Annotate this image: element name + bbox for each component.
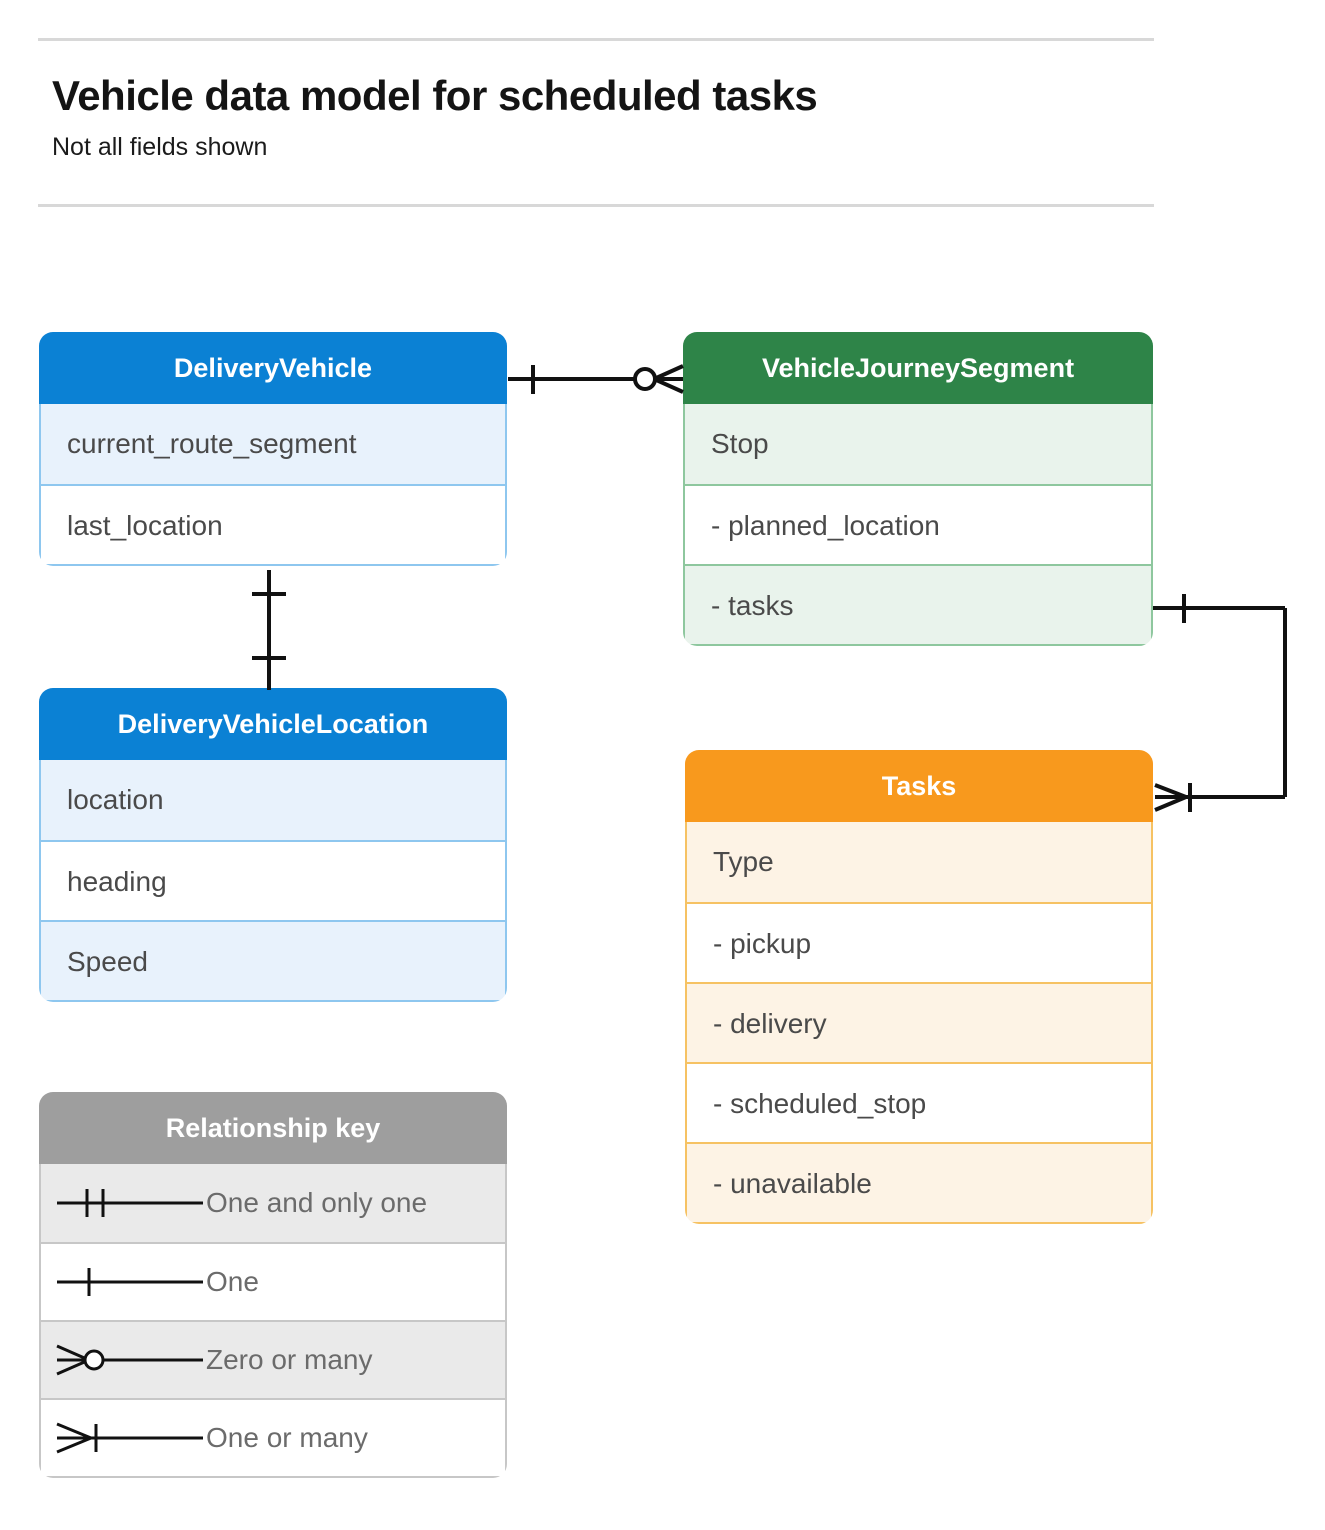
field-row[interactable]: Speed (41, 920, 505, 1000)
relationship-key-title: Relationship key (39, 1092, 507, 1164)
entity-vehicle-journey-segment-title: VehicleJourneySegment (683, 332, 1153, 404)
field-row[interactable]: current_route_segment (41, 404, 505, 484)
entity-delivery-vehicle-location[interactable]: DeliveryVehicleLocation location heading… (39, 688, 507, 1002)
header-top-divider (38, 38, 1154, 41)
field-row[interactable]: location (41, 760, 505, 840)
connector-deliveryvehicle-deliveryvehiclelocation (252, 570, 286, 690)
connector-vehiclejourneysegment-tasks (1153, 594, 1287, 812)
field-row[interactable]: - planned_location (685, 484, 1151, 564)
header-bottom-divider (38, 204, 1154, 207)
legend-item-label: One and only one (206, 1187, 428, 1218)
field-row[interactable]: - delivery (687, 982, 1151, 1062)
one-or-many-icon (41, 1418, 206, 1458)
entity-delivery-vehicle-location-title: DeliveryVehicleLocation (39, 688, 507, 760)
field-row[interactable]: Stop (685, 404, 1151, 484)
page-subtitle: Not all fields shown (52, 133, 268, 161)
field-row[interactable]: - unavailable (687, 1142, 1151, 1222)
relationship-key-legend[interactable]: Relationship key One and only one One (39, 1092, 507, 1478)
relationship-key-rows: One and only one One Zero (39, 1164, 507, 1478)
field-row[interactable]: - tasks (685, 564, 1151, 644)
field-row[interactable]: - scheduled_stop (687, 1062, 1151, 1142)
entity-delivery-vehicle-title: DeliveryVehicle (39, 332, 507, 404)
entity-tasks-fields: Type - pickup - delivery - scheduled_sto… (685, 822, 1153, 1224)
legend-item-one[interactable]: One (41, 1242, 505, 1320)
entity-delivery-vehicle-location-fields: location heading Speed (39, 760, 507, 1002)
legend-item-one-or-many[interactable]: One or many (41, 1398, 505, 1476)
entity-vehicle-journey-segment-fields: Stop - planned_location - tasks (683, 404, 1153, 646)
field-row[interactable]: heading (41, 840, 505, 920)
field-row[interactable]: - pickup (687, 902, 1151, 982)
legend-item-one-and-only-one[interactable]: One and only one (41, 1164, 505, 1242)
entity-tasks[interactable]: Tasks Type - pickup - delivery - schedul… (685, 750, 1153, 1224)
legend-item-label: One (206, 1266, 259, 1297)
zero-or-many-icon (41, 1340, 206, 1380)
page-title: Vehicle data model for scheduled tasks (52, 72, 818, 119)
entity-tasks-title: Tasks (685, 750, 1153, 822)
legend-item-zero-or-many[interactable]: Zero or many (41, 1320, 505, 1398)
entity-delivery-vehicle-fields: current_route_segment last_location (39, 404, 507, 566)
entity-vehicle-journey-segment[interactable]: VehicleJourneySegment Stop - planned_loc… (683, 332, 1153, 646)
one-and-only-one-icon (41, 1183, 206, 1223)
one-icon (41, 1262, 206, 1302)
entity-delivery-vehicle[interactable]: DeliveryVehicle current_route_segment la… (39, 332, 507, 566)
legend-item-label: One or many (206, 1422, 368, 1453)
connector-deliveryvehicle-vehiclejourneysegment (508, 364, 684, 394)
field-row[interactable]: last_location (41, 484, 505, 564)
legend-item-label: Zero or many (206, 1344, 373, 1375)
field-row[interactable]: Type (687, 822, 1151, 902)
